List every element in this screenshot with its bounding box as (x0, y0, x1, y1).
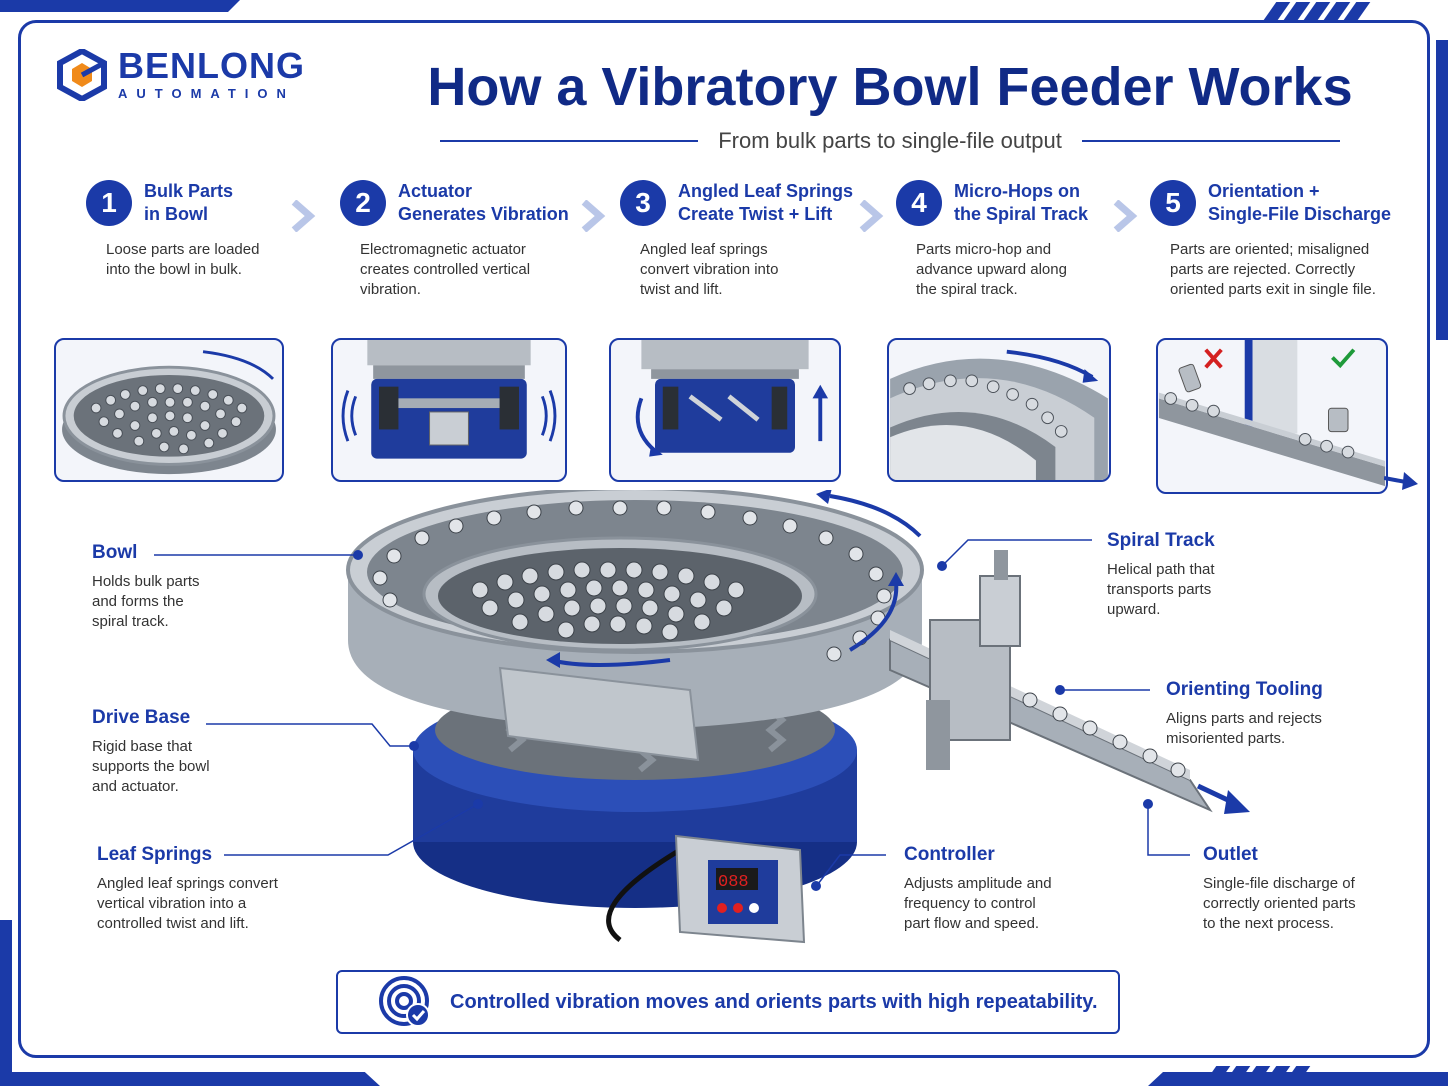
controller-unit: 088 (606, 834, 806, 944)
step-description: Parts micro-hop and advance upward along… (916, 241, 1067, 298)
bowl-feeder-illustration: 088 (346, 490, 1250, 944)
bulk-parts (471, 561, 745, 641)
callout-description: Single-file discharge of correctly orien… (1203, 875, 1356, 932)
callout-outlet: Outlet Single-file discharge of correctl… (1203, 844, 1433, 934)
side-accent-right (1436, 40, 1448, 340)
chevron-right-icon (290, 199, 316, 233)
leaf-springs-image (635, 340, 829, 457)
brand-logo: BENLONG AUTOMATION (56, 48, 305, 101)
callout-description: Helical path that transports parts upwar… (1107, 561, 1215, 618)
bulk-parts-bowl-image (62, 350, 276, 475)
thumb-bulk-parts (54, 338, 284, 482)
callout-title: Outlet (1203, 844, 1258, 865)
callout-bowl: Bowl Holds bulk parts and forms the spir… (92, 542, 322, 632)
chevron-right-icon (858, 199, 884, 233)
callout-description: Rigid base that supports the bowl and ac… (92, 738, 210, 795)
step-number-badge: 1 (86, 180, 132, 226)
step-description: Angled leaf springs convert vibration in… (640, 241, 779, 298)
brand-tagline: AUTOMATION (118, 86, 295, 101)
step-number-badge: 5 (1150, 180, 1196, 226)
step-description: Parts are oriented; misaligned parts are… (1170, 241, 1376, 298)
brand-name: BENLONG (118, 45, 305, 86)
callout-description: Aligns parts and rejects misoriented par… (1166, 710, 1322, 747)
callout-description: Holds bulk parts and forms the spiral tr… (92, 573, 200, 630)
step-description: Loose parts are loaded into the bowl in … (106, 241, 260, 278)
step-5: 5 Orientation +Single-File Discharge Par… (1150, 180, 1410, 300)
callout-title: Spiral Track (1107, 530, 1215, 551)
orientation-discharge-image (1158, 340, 1386, 487)
chevron-right-icon (580, 199, 606, 233)
callout-orienting-tooling: Orienting Tooling Aligns parts and rejec… (1166, 679, 1396, 749)
summary-banner: Controlled vibration moves and orients p… (336, 970, 1120, 1034)
vibration-check-icon (379, 976, 430, 1027)
callout-title: Drive Base (92, 707, 191, 728)
actuator-image (341, 340, 557, 459)
subtitle-row: From bulk parts to single-file output (440, 128, 1341, 154)
page-title: How a Vibratory Bowl Feeder Works (427, 57, 1353, 117)
callout-title: Leaf Springs (97, 844, 213, 865)
thumb-orientation-discharge (1156, 338, 1388, 494)
callout-spiral-track: Spiral Track Helical path that transport… (1107, 530, 1337, 620)
step-description: Electromagnetic actuator creates control… (360, 241, 531, 298)
stripe-accent-bottom-right (1203, 1066, 1311, 1084)
callout-title: Controller (904, 844, 995, 865)
callout-leaf-springs: Leaf Springs Angled leaf springs convert… (97, 844, 327, 934)
controller-display: 088 (718, 873, 749, 892)
corner-accent-top-left (0, 0, 240, 12)
step-number-badge: 4 (896, 180, 942, 226)
callout-title: Orienting Tooling (1166, 679, 1323, 700)
step-title: Orientation +Single-File Discharge (1208, 181, 1392, 224)
spiral-track-image (890, 349, 1108, 480)
step-number-badge: 2 (340, 180, 386, 226)
banner-text: Controlled vibration moves and orients p… (450, 990, 1098, 1013)
spiral-track-parts (372, 500, 892, 662)
subtitle-rule-left (440, 140, 699, 142)
cube-logo-icon (57, 48, 107, 101)
thumb-leaf-springs (609, 338, 841, 482)
side-accent-left (0, 920, 12, 1086)
callout-drive-base: Drive Base Rigid base that supports the … (92, 707, 322, 797)
callout-title: Bowl (92, 542, 138, 563)
subtitle-rule-right (1081, 140, 1341, 142)
page-subtitle: From bulk parts to single-file output (718, 128, 1062, 153)
chevron-right-icon (1112, 199, 1138, 233)
corner-accent-bottom-left (0, 1072, 380, 1086)
stripe-accent-top-right (1263, 2, 1371, 20)
step-number-badge: 3 (620, 180, 666, 226)
callout-description: Angled leaf springs convert vertical vib… (97, 875, 278, 932)
callout-controller: Controller Adjusts amplitude and frequen… (904, 844, 1134, 934)
callout-description: Adjusts amplitude and frequency to contr… (904, 875, 1052, 932)
thumb-actuator (331, 338, 567, 482)
outlet-arrow-icon (1384, 472, 1418, 490)
thumb-spiral-track (887, 338, 1111, 482)
